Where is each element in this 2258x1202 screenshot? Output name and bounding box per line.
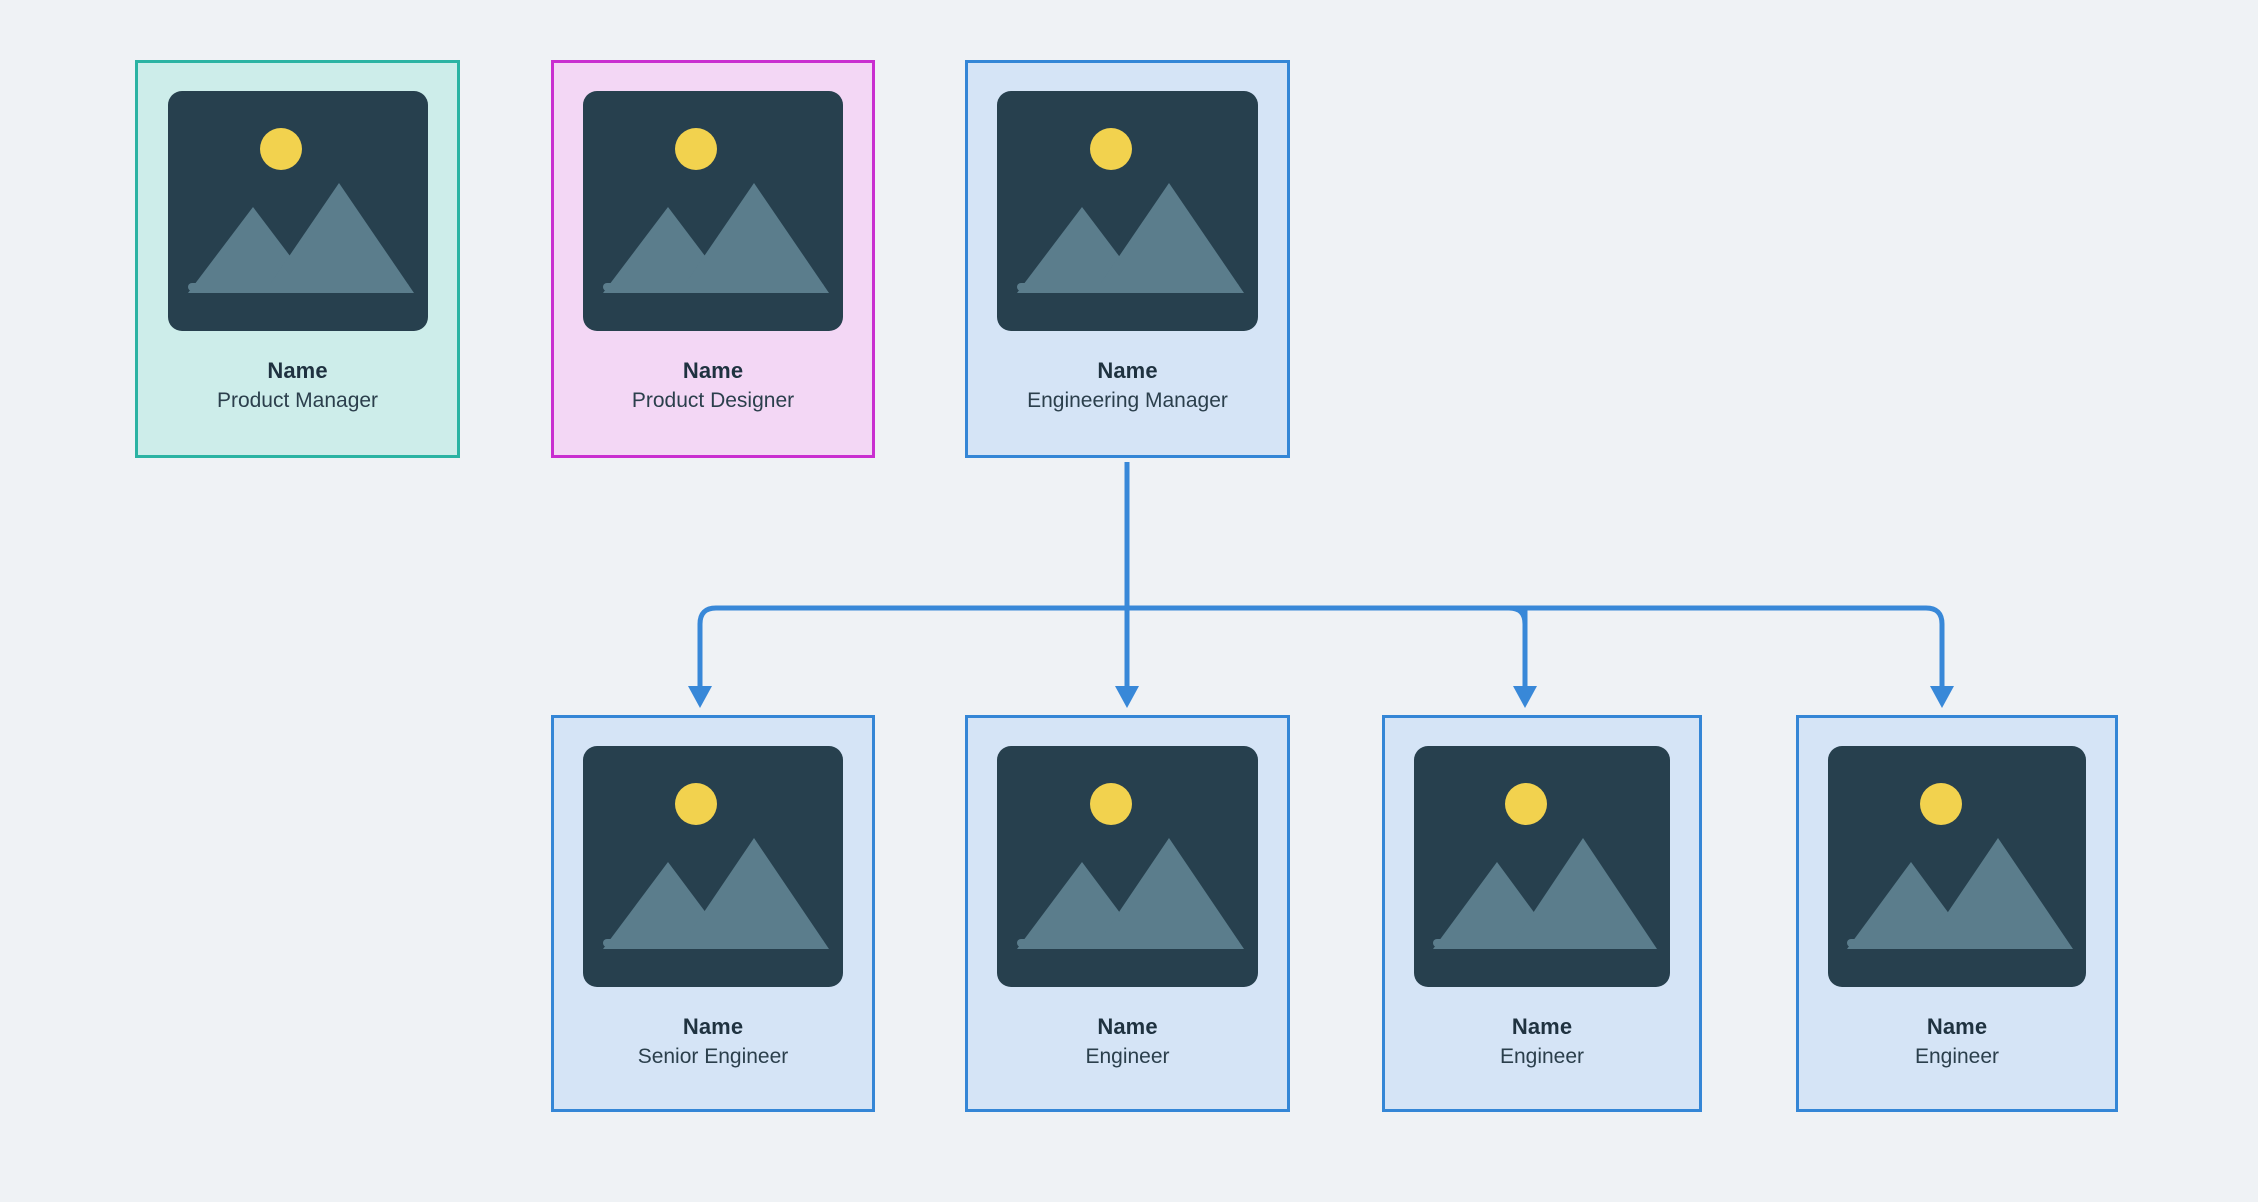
org-card-senior-engineer[interactable]: Name Senior Engineer — [551, 715, 875, 1112]
arrowhead-icon-3 — [1930, 686, 1954, 708]
person-name: Name — [1097, 1014, 1158, 1039]
person-role: Engineer — [1499, 1045, 1585, 1068]
sun-icon — [1090, 128, 1132, 170]
mountain-right-icon — [1509, 835, 1657, 949]
org-card-text: Name Product Manager — [138, 356, 457, 416]
image-placeholder-icon — [583, 91, 843, 331]
mountain-right-icon — [1923, 835, 2073, 949]
org-card-engineer-3[interactable]: Name Engineer — [1796, 715, 2118, 1112]
arrowhead-icon-0 — [688, 686, 712, 708]
sun-icon — [675, 783, 717, 825]
mountain-right-icon — [263, 180, 414, 293]
sun-icon — [1505, 783, 1547, 825]
person-role: Product Designer — [631, 389, 795, 412]
person-role: Product Manager — [216, 389, 379, 412]
mountain-base — [1433, 939, 1651, 947]
sun-icon — [259, 128, 302, 170]
person-name: Name — [1926, 1014, 1988, 1039]
mountain-base — [187, 283, 409, 291]
arrowhead-icon-2 — [1513, 686, 1537, 708]
mountain-base — [603, 939, 824, 947]
org-card-engineer-2[interactable]: Name Engineer — [1382, 715, 1702, 1112]
mountain-right-icon — [679, 835, 829, 949]
person-name: Name — [682, 358, 744, 383]
person-role: Senior Engineer — [637, 1045, 789, 1068]
mountain-right-icon — [1094, 835, 1244, 949]
connector-tee-2 — [1508, 605, 1528, 625]
arrowhead-icon-1 — [1115, 686, 1139, 708]
org-card-text: Name Engineer — [1385, 1012, 1699, 1072]
person-name: Name — [682, 1014, 744, 1039]
person-name: Name — [267, 358, 328, 383]
person-name: Name — [1511, 1014, 1573, 1039]
org-card-engineer-1[interactable]: Name Engineer — [965, 715, 1290, 1112]
org-card-product-designer[interactable]: Name Product Designer — [551, 60, 875, 458]
org-card-text: Name Engineering Manager — [968, 356, 1287, 416]
image-placeholder-icon — [583, 746, 843, 987]
mountain-base — [603, 283, 824, 291]
person-role: Engineer — [1914, 1045, 2000, 1068]
mountain-base — [1017, 283, 1239, 291]
org-card-text: Name Engineer — [968, 1012, 1287, 1072]
mountain-base — [1017, 939, 1239, 947]
image-placeholder-icon — [1414, 746, 1670, 987]
mountain-right-icon — [679, 180, 829, 293]
org-card-text: Name Product Designer — [554, 356, 872, 416]
sun-icon — [1090, 783, 1132, 825]
mountain-base — [1847, 939, 2066, 947]
org-card-product-manager[interactable]: Name Product Manager — [135, 60, 460, 458]
image-placeholder-icon — [1828, 746, 2086, 987]
image-placeholder-icon — [997, 746, 1258, 987]
person-name: Name — [1097, 358, 1158, 383]
person-role: Engineer — [1085, 1045, 1170, 1068]
org-card-engineering-manager[interactable]: Name Engineering Manager — [965, 60, 1290, 458]
sun-icon — [1920, 783, 1962, 825]
mountain-right-icon — [1094, 180, 1244, 293]
org-card-text: Name Senior Engineer — [554, 1012, 872, 1072]
org-card-text: Name Engineer — [1799, 1012, 2115, 1072]
connector-bus — [697, 605, 1945, 625]
image-placeholder-icon — [167, 91, 428, 331]
person-role: Engineering Manager — [1027, 389, 1228, 412]
image-placeholder-icon — [997, 91, 1258, 331]
sun-icon — [675, 128, 717, 170]
